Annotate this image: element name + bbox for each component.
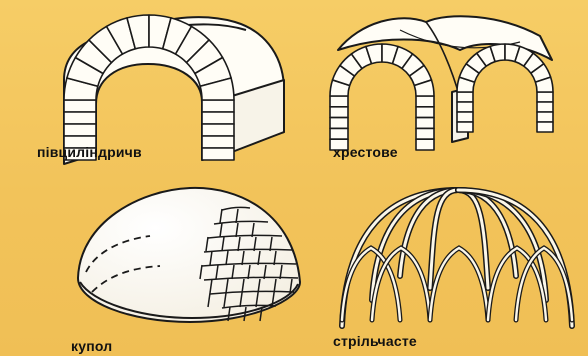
cross-left-leg-brick xyxy=(330,118,348,129)
cross-right-leg-brick xyxy=(457,102,473,112)
cross-right-leg-brick xyxy=(537,102,553,112)
label-cross-vault: хрестове xyxy=(333,144,398,160)
rib-outline xyxy=(458,190,546,300)
barrel-leg-brick xyxy=(202,124,234,136)
barrel-leg-brick xyxy=(64,100,96,112)
cross-left-leg-brick xyxy=(330,96,348,107)
cross-left-leg-brick xyxy=(330,128,348,139)
cross-left-leg-brick xyxy=(416,107,434,118)
cross-right-arch xyxy=(457,44,553,132)
barrel-vault-drawing xyxy=(64,15,284,164)
cross-right-leg-brick xyxy=(537,122,553,132)
cross-right-leg-brick xyxy=(457,112,473,122)
pointed-arch-outline xyxy=(430,248,488,320)
cross-right-leg-brick xyxy=(537,112,553,122)
pointed-ribs xyxy=(342,190,572,326)
barrel-leg-brick xyxy=(64,124,96,136)
label-barrel-vault: півциліндричв xyxy=(37,144,142,160)
rib xyxy=(458,190,488,288)
label-dome: купол xyxy=(71,338,112,354)
cross-left-leg-brick xyxy=(330,107,348,118)
cross-left-leg-brick xyxy=(416,139,434,150)
cross-right-leg-brick xyxy=(457,92,473,102)
cross-right-leg-brick xyxy=(457,122,473,132)
cross-left-arch xyxy=(330,44,434,150)
barrel-leg-brick xyxy=(202,100,234,112)
barrel-leg-brick xyxy=(202,148,234,160)
cross-right-leg-brick xyxy=(537,92,553,102)
barrel-leg-brick xyxy=(202,136,234,148)
cross-left-leg-brick xyxy=(416,118,434,129)
pointed-vault-drawing xyxy=(342,190,572,326)
cross-left-leg-brick xyxy=(416,128,434,139)
dome-drawing xyxy=(78,188,300,322)
cross-left-leg-brick xyxy=(416,96,434,107)
rib-outline xyxy=(372,190,458,300)
cross-vault-drawing xyxy=(330,16,553,150)
barrel-leg-brick xyxy=(64,112,96,124)
label-pointed-vault: стрільчасте xyxy=(333,333,417,349)
rib xyxy=(430,190,458,288)
barrel-leg-brick xyxy=(202,112,234,124)
pointed-arch xyxy=(430,248,488,320)
